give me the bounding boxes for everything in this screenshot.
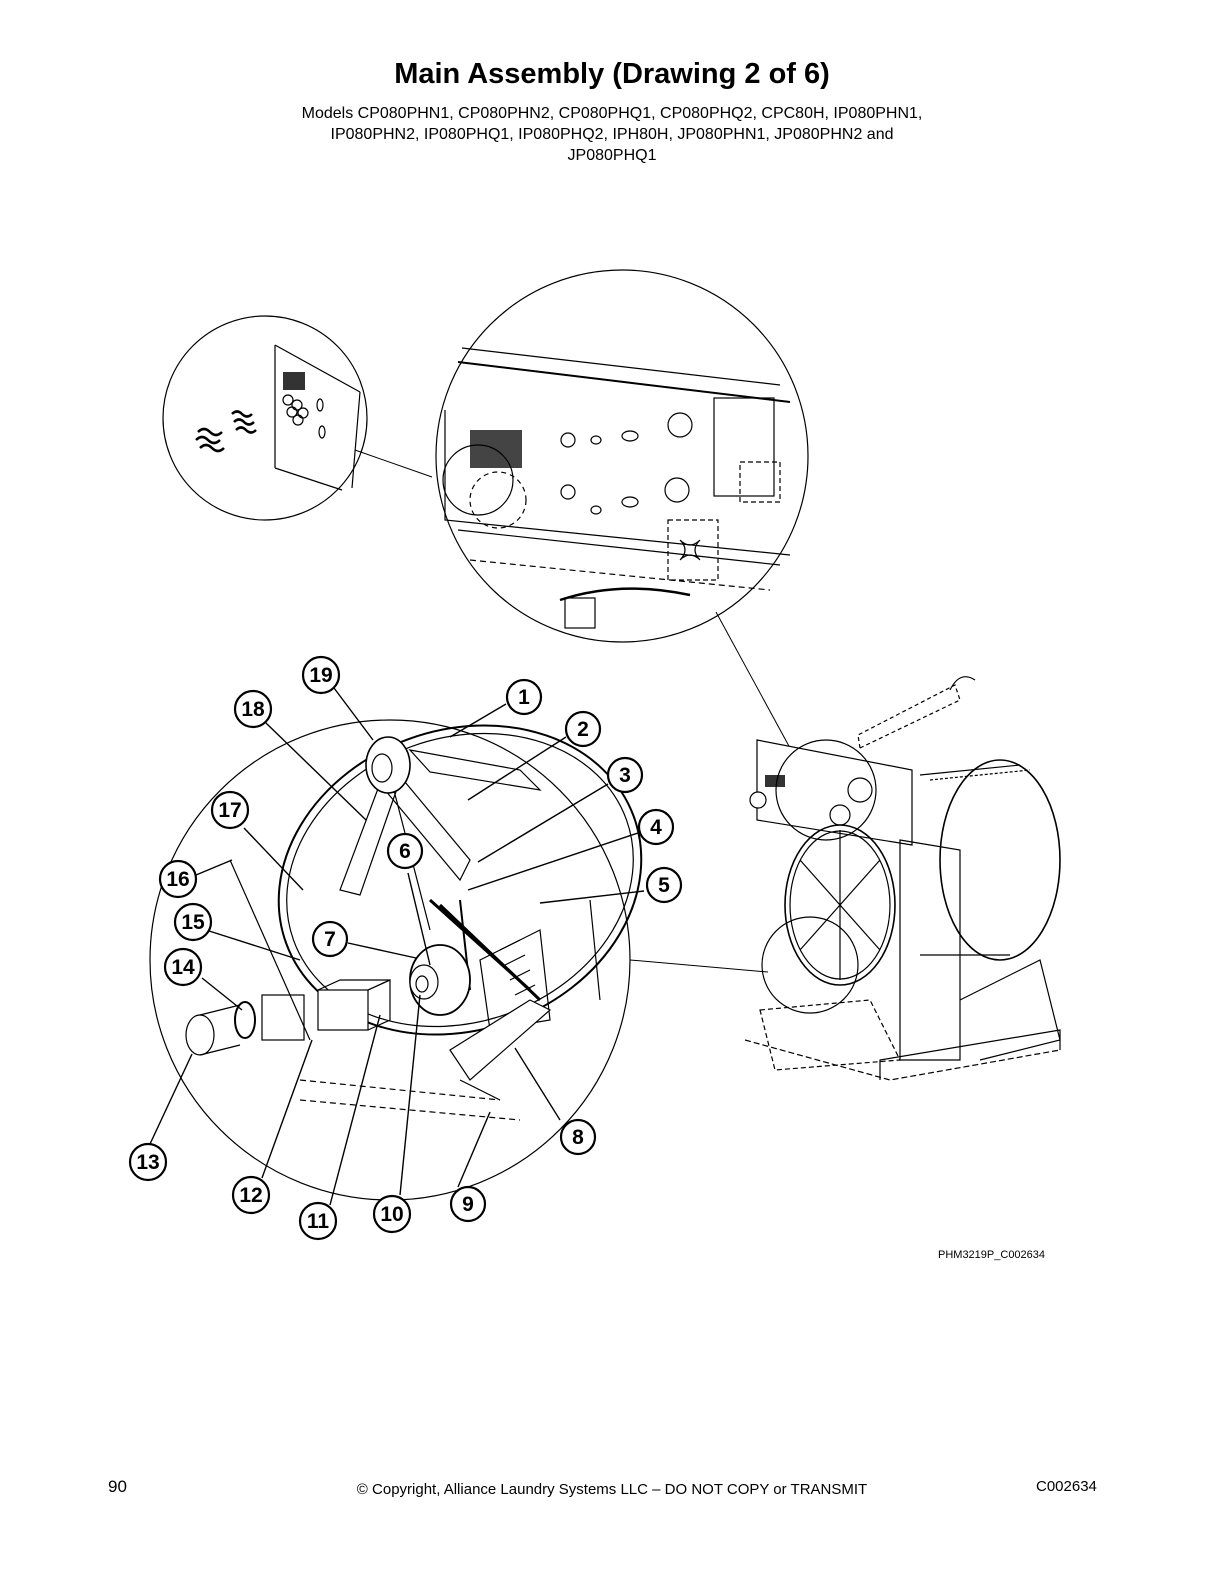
callout-13-label: 13 [136,1151,159,1174]
detail-circle-panel [435,269,809,643]
models-list: Models CP080PHN1, CP080PHN2, CP080PHQ1, … [232,103,992,166]
callout-6-label: 6 [399,840,411,863]
callout-10: 10 [372,1194,412,1234]
machine-overview [744,676,1061,1081]
callout-9: 9 [449,1185,487,1223]
callout-18-label: 18 [241,698,265,721]
detail-circle-small [162,315,368,521]
callout-6: 6 [386,832,424,870]
callout-7-label: 7 [324,928,336,951]
page-number: 90 [108,1477,127,1496]
callout-17: 17 [210,790,250,830]
callout-12-label: 12 [239,1184,262,1207]
figure-code: PHM3219P_C002634 [938,1249,1046,1261]
callout-3: 3 [606,756,644,794]
callout-18: 18 [233,689,273,729]
callout-3-label: 3 [619,764,631,787]
leader-lines [149,687,645,1206]
callout-1: 1 [505,678,543,716]
detail-circle-drive [149,719,643,1201]
callout-7: 7 [311,920,349,958]
callout-11-label: 11 [307,1210,330,1233]
callout-2: 2 [564,710,602,748]
callout-10-label: 10 [380,1203,403,1226]
callout-12: 12 [231,1175,271,1215]
callout-9-label: 9 [462,1193,474,1216]
models-line-2: IP080PHN2, IP080PHQ1, IP080PHQ2, IPH80H,… [330,126,894,143]
page-title: Main Assembly (Drawing 2 of 6) [394,58,830,90]
callout-15: 15 [173,902,213,942]
document-code: C002634 [1036,1478,1097,1495]
models-line-1: Models CP080PHN1, CP080PHN2, CP080PHQ1, … [301,105,923,122]
models-line-3: JP080PHQ1 [567,147,657,164]
callout-13: 13 [128,1142,168,1182]
callout-5-label: 5 [658,874,670,897]
callout-19: 19 [301,655,341,695]
callout-16: 16 [158,859,198,899]
callout-15-label: 15 [181,911,205,934]
callout-4-label: 4 [650,816,662,839]
callout-19-label: 19 [309,664,332,687]
callout-4: 4 [637,808,675,846]
callout-11: 11 [298,1201,338,1241]
copyright-notice: © Copyright, Alliance Laundry Systems LL… [356,1481,868,1498]
callout-14: 14 [163,947,203,987]
callout-8-label: 8 [572,1126,584,1149]
callout-2-label: 2 [577,718,589,741]
callout-16-label: 16 [166,868,189,891]
callout-5: 5 [645,866,683,904]
callout-14-label: 14 [171,956,195,979]
callout-8: 8 [559,1118,597,1156]
callout-1-label: 1 [518,686,530,709]
callout-17-label: 17 [218,799,241,822]
